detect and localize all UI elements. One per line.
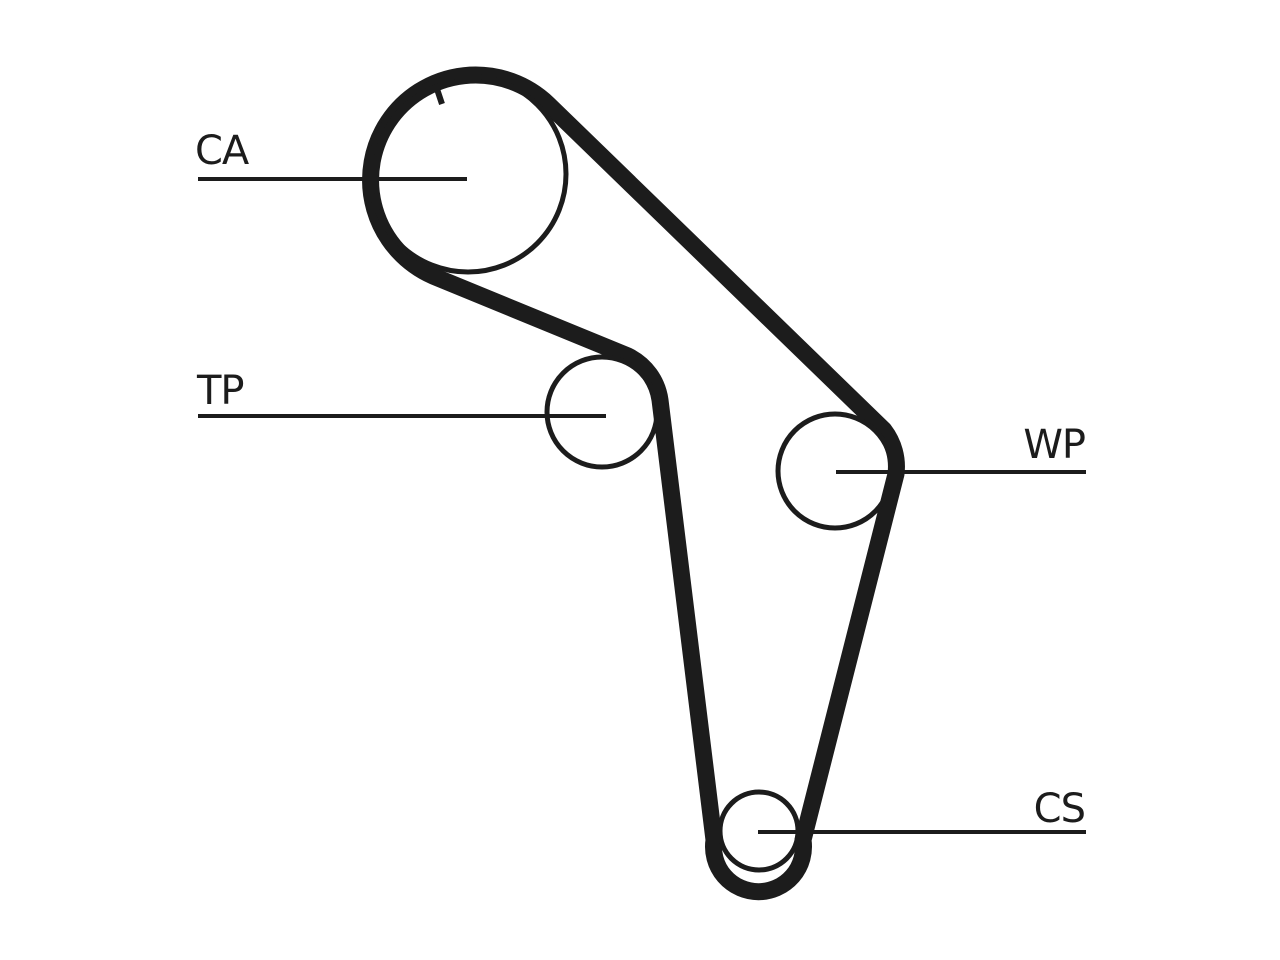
camshaft-pulley — [367, 73, 569, 275]
ca-label: CA — [195, 128, 250, 174]
camshaft-pulley-icon — [367, 73, 569, 275]
tp-label: TP — [196, 368, 244, 414]
timing-belt — [362, 66, 905, 901]
cs-label: CS — [1034, 786, 1085, 832]
wp-label: WP — [1023, 422, 1085, 468]
tensioner-pulley-icon — [544, 354, 660, 470]
timing-mark — [433, 85, 445, 105]
